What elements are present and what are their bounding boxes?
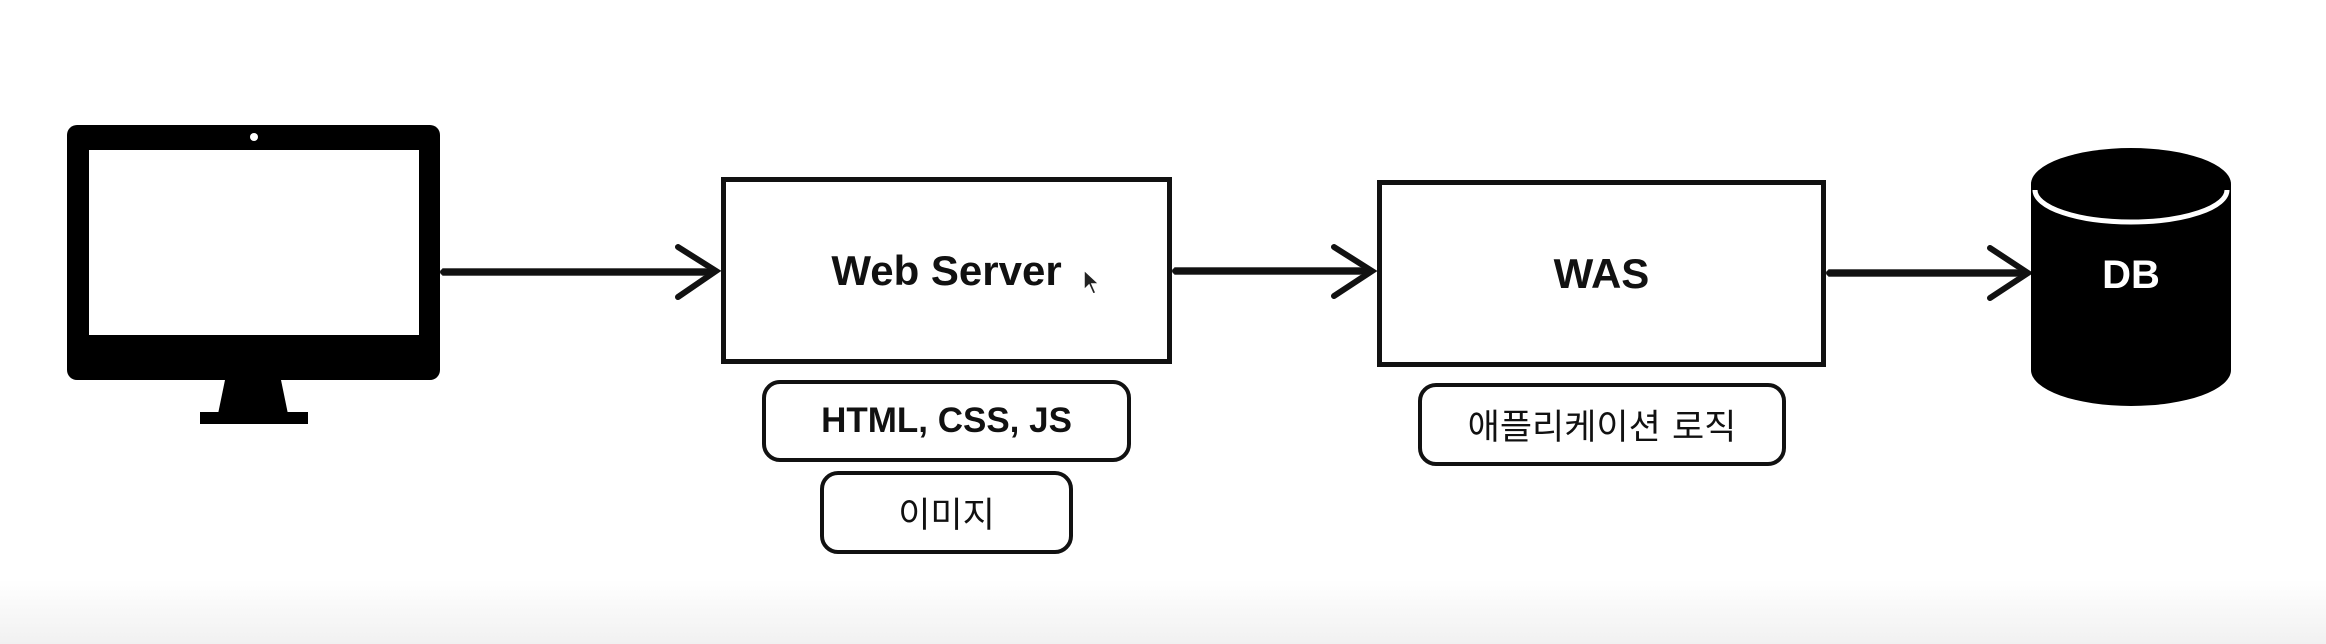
monitor-camera bbox=[250, 133, 258, 141]
arrow-client-to-webserver bbox=[440, 244, 722, 300]
web-server-title: Web Server bbox=[831, 246, 1062, 294]
was-tag-application-logic: 애플리케이션 로직 bbox=[1418, 383, 1786, 466]
web-server-box: Web Server bbox=[721, 177, 1172, 364]
was-box: WAS bbox=[1377, 180, 1826, 367]
monitor-screen bbox=[89, 150, 419, 335]
monitor-stand bbox=[200, 412, 308, 424]
web-server-tag-static-files: HTML, CSS, JS bbox=[762, 380, 1131, 462]
arrow-was-to-db bbox=[1826, 245, 2034, 301]
mouse-cursor-icon bbox=[1083, 268, 1101, 295]
db-label: DB bbox=[2102, 252, 2160, 297]
database-cylinder-icon bbox=[2031, 148, 2231, 406]
was-title: WAS bbox=[1553, 249, 1650, 297]
arrow-webserver-to-was bbox=[1172, 244, 1378, 299]
web-server-tag-images: 이미지 bbox=[820, 471, 1073, 554]
desktop-monitor-icon bbox=[67, 125, 440, 380]
monitor-neck bbox=[218, 380, 288, 414]
